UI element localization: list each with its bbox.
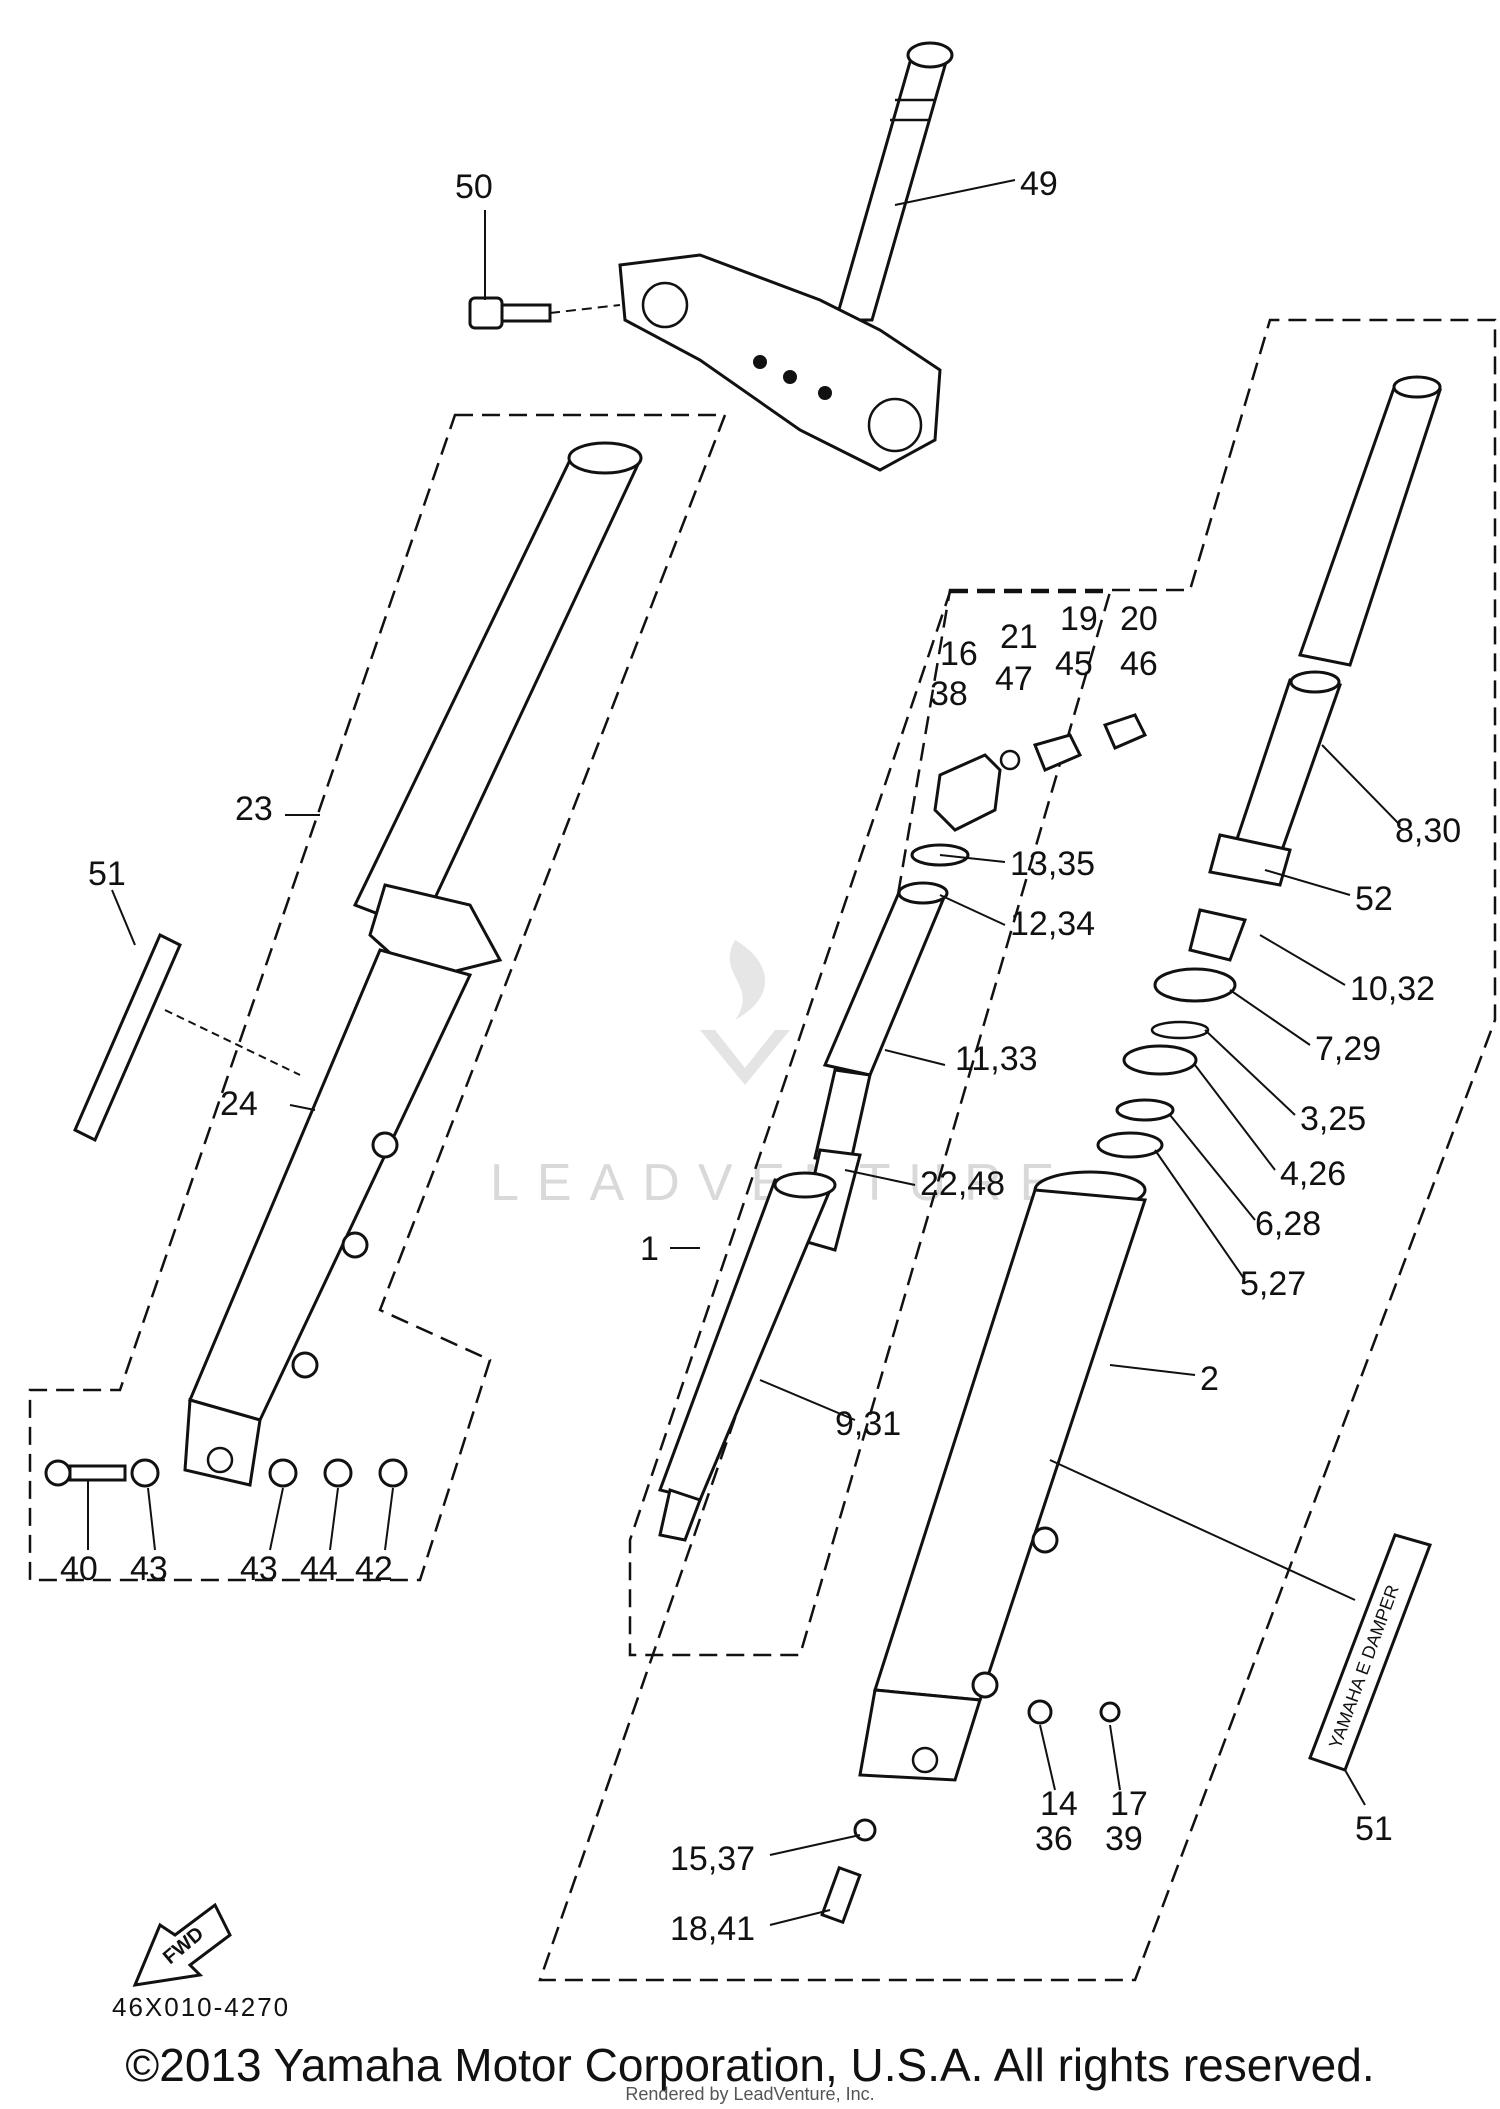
callout-43-b: 43 — [240, 1550, 278, 1588]
right-decal-text: YAMAHA E DAMPER — [1325, 1582, 1403, 1751]
callout-7-29: 7,29 — [1315, 1030, 1381, 1068]
callout-5-27: 5,27 — [1240, 1265, 1306, 1303]
callout-20: 20 — [1120, 600, 1158, 638]
callout-40: 40 — [60, 1550, 98, 1588]
callout-8-30: 8,30 — [1395, 812, 1461, 850]
callout-6-28: 6,28 — [1255, 1205, 1321, 1243]
right-decal-part: YAMAHA E DAMPER — [1308, 1533, 1432, 1772]
callout-16: 16 — [940, 635, 978, 673]
callout-24: 24 — [220, 1085, 258, 1123]
callout-50: 50 — [455, 168, 493, 206]
damper-group-boundary — [628, 590, 1112, 1657]
leader-lines — [111, 179, 1401, 1926]
copyright-notice: ©2013 Yamaha Motor Corporation, U.S.A. A… — [125, 2039, 1375, 2091]
callout-19: 19 — [1060, 600, 1098, 638]
callout-51-right: 51 — [1355, 1810, 1393, 1848]
fwd-arrow-icon: FWD — [132, 1902, 232, 1987]
left-fork-group-boundary — [28, 413, 727, 1582]
right-hardware-part — [820, 1699, 1121, 1925]
callout-39: 39 — [1105, 1820, 1143, 1858]
callout-49: 49 — [1020, 165, 1058, 203]
callout-4-26: 4,26 — [1280, 1155, 1346, 1193]
steering-stem-part — [834, 41, 954, 322]
callout-44: 44 — [300, 1550, 338, 1588]
right-inner-tube-part — [1096, 375, 1442, 1159]
diagram-code: 46X010-4270 — [112, 1992, 291, 2022]
right-outer-tube-part — [858, 1170, 1356, 1782]
callout-15-37: 15,37 — [670, 1840, 755, 1878]
callout-47: 47 — [995, 660, 1033, 698]
damper-cylinder-part — [658, 753, 1002, 1542]
callout-11-33: 11,33 — [955, 1040, 1038, 1078]
damper-small-parts — [999, 713, 1148, 772]
callout-18-41: 18,41 — [670, 1910, 755, 1948]
callout-1: 1 — [640, 1230, 659, 1268]
callout-42: 42 — [355, 1550, 393, 1588]
left-fork-assembly-part — [183, 441, 643, 1487]
left-hardware-row — [44, 1458, 408, 1551]
callout-labels: 50 49 23 24 51 40 43 43 44 42 16 38 21 4… — [60, 165, 1461, 1948]
callout-12-34: 12,34 — [1010, 905, 1095, 943]
callout-10-32: 10,32 — [1350, 970, 1435, 1008]
left-decal-part — [73, 932, 301, 1143]
callout-46: 46 — [1120, 645, 1158, 683]
callout-2: 2 — [1200, 1360, 1219, 1398]
callout-36: 36 — [1035, 1820, 1073, 1858]
callout-9-31: 9,31 — [835, 1405, 901, 1443]
callout-52: 52 — [1355, 880, 1393, 918]
callout-38: 38 — [930, 675, 968, 713]
lower-bracket-part — [618, 253, 942, 472]
callout-45: 45 — [1055, 645, 1093, 683]
callout-23: 23 — [235, 790, 273, 828]
callout-13-35: 13,35 — [1010, 845, 1095, 883]
callout-21: 21 — [1000, 618, 1038, 656]
callout-43-a: 43 — [130, 1550, 168, 1588]
callout-17: 17 — [1110, 1785, 1148, 1823]
rendered-by-note: Rendered by LeadVenture, Inc. — [625, 2084, 875, 2104]
callout-3-25: 3,25 — [1300, 1100, 1366, 1138]
pinch-bolt-part — [468, 296, 621, 330]
callout-14: 14 — [1040, 1785, 1078, 1823]
callout-22-48: 22,48 — [920, 1165, 1005, 1203]
callout-51-left: 51 — [88, 855, 126, 893]
